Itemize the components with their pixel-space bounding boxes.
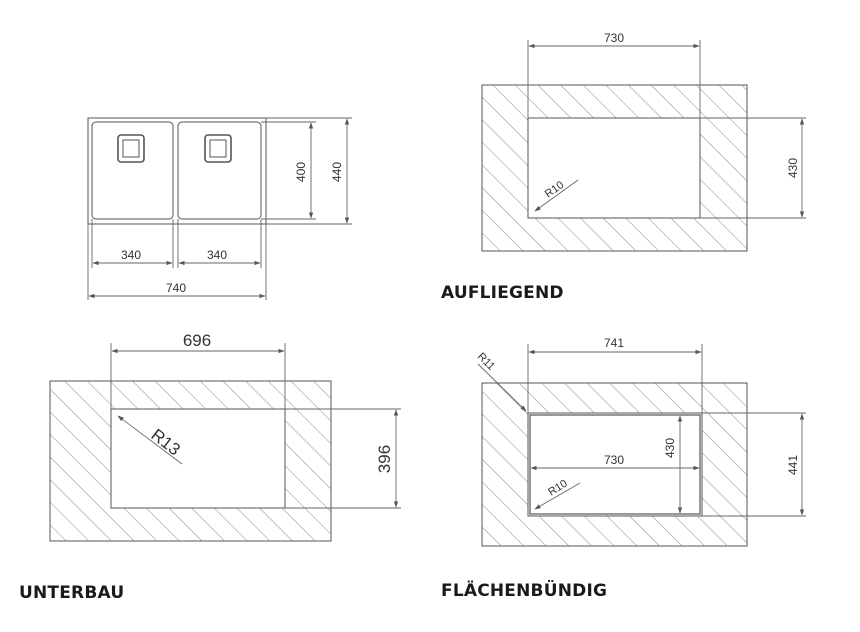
bowl-left — [91, 121, 174, 220]
dim-total-depth-label: 440 — [330, 162, 344, 182]
dim-bowl-depth-label: 400 — [294, 162, 308, 182]
radius-label: R13 — [148, 425, 184, 459]
bowl-right — [177, 121, 262, 220]
aufliegend-heading: AUFLIEGEND — [441, 283, 564, 303]
dim-total-width-label: 740 — [166, 281, 186, 295]
dim-outer-depth-label: 441 — [786, 455, 800, 475]
sink-top-view: 340 340 740 400 440 — [87, 117, 352, 300]
drain-left-icon — [117, 134, 145, 163]
aufliegend-diagram: 730 430 R10 — [481, 31, 806, 252]
drain-right-icon — [204, 134, 232, 163]
countertop-hatch — [481, 84, 748, 252]
unterbau-diagram: 696 396 R13 — [49, 331, 401, 542]
dim-bowl-left-label: 340 — [121, 248, 141, 262]
radius-inner-leader — [534, 482, 581, 510]
dim-outer-width-label: 741 — [604, 336, 624, 350]
dim-width-label: 730 — [604, 31, 624, 45]
flaechenbuendig-heading: FLÄCHENBÜNDIG — [441, 581, 608, 601]
radius-outer-leader — [477, 363, 527, 412]
dim-inner-width-label: 730 — [604, 453, 624, 467]
dim-bowl-right-label: 340 — [207, 248, 227, 262]
unterbau-heading: UNTERBAU — [19, 583, 125, 603]
dim-depth-label: 396 — [375, 445, 394, 473]
radius-leader — [534, 179, 579, 212]
radius-leader — [117, 415, 183, 465]
sink-rim — [529, 414, 701, 515]
dim-depth-label: 430 — [786, 158, 800, 178]
dim-inner-depth-label: 430 — [663, 438, 677, 458]
dim-width-label: 696 — [183, 331, 211, 350]
sink-outline — [87, 117, 267, 225]
flaechenbuendig-diagram: 741 441 730 430 R11 R10 — [475, 336, 806, 547]
radius-outer-label: R11 — [475, 351, 497, 373]
countertop-hatch — [49, 380, 332, 542]
